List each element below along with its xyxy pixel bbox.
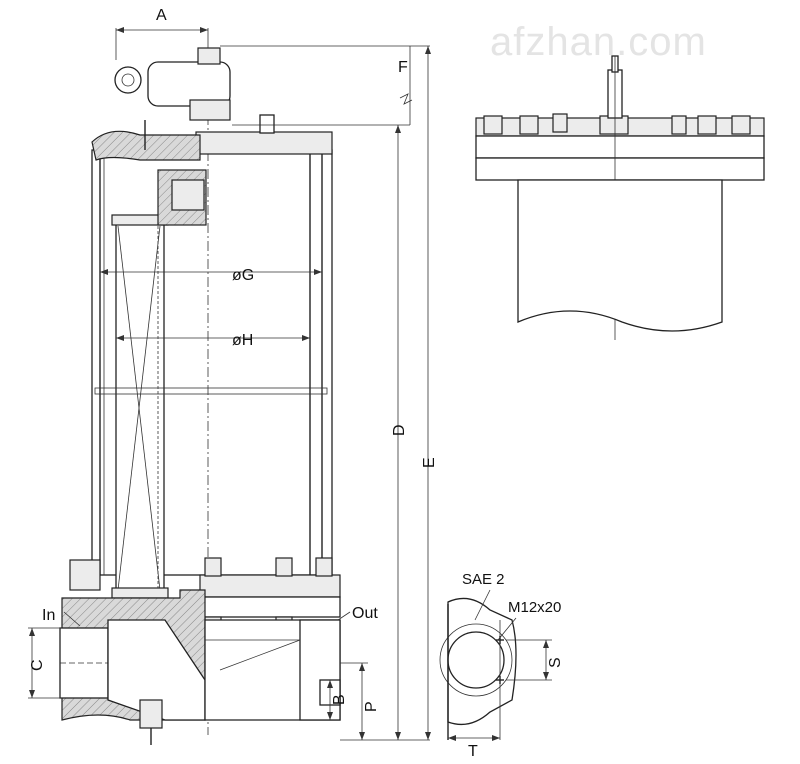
- indicator-plug-icon: [114, 66, 142, 94]
- bottom-flange: [199, 574, 341, 598]
- dim-P-label: P: [363, 701, 380, 712]
- filter-element: [115, 219, 165, 596]
- drain-plug: [139, 699, 163, 729]
- main-filter-view: øG øH A F D E In Out: [28, 7, 438, 745]
- dim-S-label: S: [547, 657, 564, 668]
- dim-A-label: A: [156, 7, 167, 24]
- dim-G-label: øG: [232, 267, 254, 284]
- top-flange: [195, 131, 333, 155]
- bolt-spec-label: M12x20: [508, 599, 561, 616]
- dim-H-label: øH: [232, 332, 253, 349]
- clogging-indicator: [147, 61, 231, 107]
- dim-F-label: F: [398, 59, 408, 76]
- watermark-text: afzhan.com: [490, 20, 707, 64]
- detail-bolts: [483, 113, 751, 135]
- detail-pipe: [517, 179, 723, 332]
- bypass-valve: [69, 559, 101, 591]
- dim-C-label: C: [29, 659, 46, 671]
- sae-port-detail: SAE 2 M12x20 S T: [439, 571, 564, 760]
- inlet-label: In: [42, 607, 55, 624]
- flange-detail-view: [475, 55, 765, 340]
- dim-T-label: T: [468, 743, 478, 760]
- sae-label: SAE 2: [462, 571, 505, 588]
- dim-E-label: E: [421, 457, 438, 468]
- dim-D-label: D: [391, 424, 408, 436]
- outlet-label: Out: [352, 605, 378, 622]
- filter-head: [91, 130, 201, 161]
- dim-B-label: B: [331, 694, 348, 705]
